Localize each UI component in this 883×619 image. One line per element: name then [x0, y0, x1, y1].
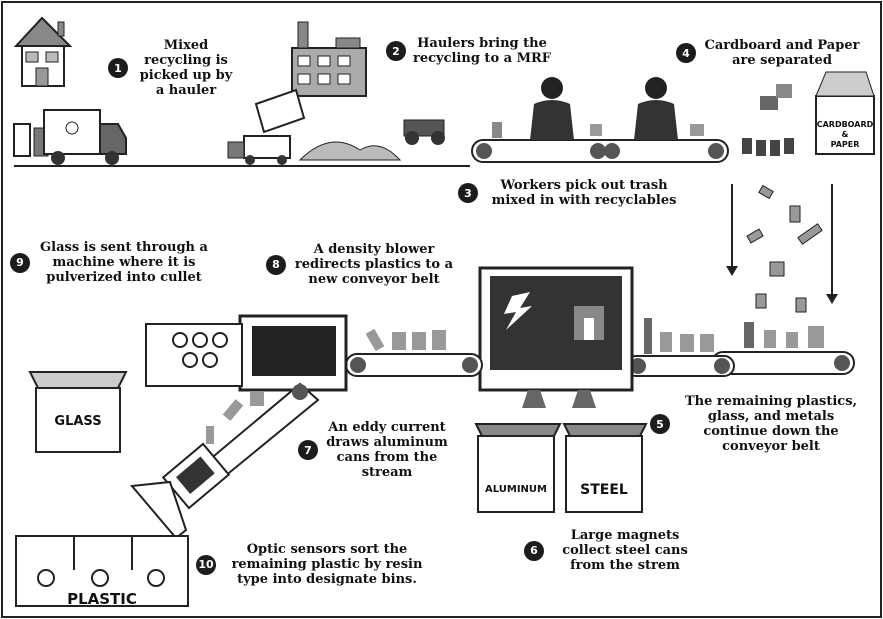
dump-truck-icon: [228, 90, 304, 165]
steel-bin-label: STEEL: [566, 482, 642, 498]
step-4-caption: Cardboard and Paper are separated: [702, 38, 862, 68]
plastic-conveyor: [132, 384, 318, 538]
step-6: 6 Large magnets collect steel cans from …: [524, 528, 700, 573]
step-8-caption: A density blower redirects plastics to a…: [292, 242, 456, 287]
step-5-caption: The remaining plastics, glass, and metal…: [676, 394, 866, 454]
step-3: 3 Workers pick out trash mixed in with r…: [458, 178, 684, 208]
cardboard-label-line2: PAPER: [816, 140, 874, 150]
falling-recyclables: [747, 186, 822, 312]
aluminum-bin-label: ALUMINUM: [478, 484, 554, 495]
hauler-truck-icon: [44, 110, 126, 165]
density-blower-machine: [146, 316, 346, 390]
cardboard-bin-label: CARDBOARD & PAPER: [816, 120, 874, 150]
step-7-caption: An eddy current draws aluminum cans from…: [324, 420, 450, 480]
plastic-bin-label: PLASTIC: [16, 590, 188, 608]
house-icon: [16, 18, 70, 86]
step-10-badge: 10: [196, 555, 216, 575]
step-10-caption: Optic sensors sort the remaining plastic…: [222, 542, 432, 587]
step-2-badge: 2: [386, 41, 406, 61]
falling-items: [742, 84, 794, 156]
step-9: 9 Glass is sent through a machine where …: [10, 240, 212, 285]
aluminum-bin: [476, 424, 560, 512]
step-3-caption: Workers pick out trash mixed in with rec…: [484, 178, 684, 208]
step-2-caption: Haulers bring the recycling to a MRF: [412, 36, 552, 66]
mrf-building-icon: [292, 22, 366, 96]
step-8-badge: 8: [266, 255, 286, 275]
step-9-caption: Glass is sent through a machine where it…: [36, 240, 212, 285]
step-5: 5 The remaining plastics, glass, and met…: [650, 394, 866, 454]
main-conveyor-middle: [626, 318, 734, 376]
glass-bin-label: GLASS: [36, 414, 120, 429]
step-5-badge: 5: [650, 414, 670, 434]
step-4-badge: 4: [676, 43, 696, 63]
sorting-conveyor-top: [472, 77, 728, 162]
step-9-badge: 9: [10, 253, 30, 273]
step-7: 7 An eddy current draws aluminum cans fr…: [298, 420, 450, 480]
steel-bin: [564, 424, 646, 512]
curbside-bin-icon: [14, 124, 48, 156]
step-1-badge: 1: [108, 58, 128, 78]
step-3-badge: 3: [458, 183, 478, 203]
recycling-pile-icon: [300, 120, 445, 160]
glass-bin: [30, 372, 126, 452]
step-6-badge: 6: [524, 541, 544, 561]
cardboard-label-line1: CARDBOARD: [816, 120, 874, 130]
eddy-current-machine: [480, 268, 632, 408]
step-1: 1 Mixed recycling is picked up by a haul…: [108, 38, 238, 98]
step-2: 2 Haulers bring the recycling to a MRF: [386, 36, 552, 66]
cardboard-label-amp: &: [816, 130, 874, 140]
step-6-caption: Large magnets collect steel cans from th…: [550, 528, 700, 573]
main-conveyor-left: [346, 329, 482, 376]
step-10: 10 Optic sensors sort the remaining plas…: [196, 542, 432, 587]
step-1-caption: Mixed recycling is picked up by a hauler: [134, 38, 238, 98]
step-7-badge: 7: [298, 440, 318, 460]
step-8: 8 A density blower redirects plastics to…: [266, 242, 456, 287]
step-4: 4 Cardboard and Paper are separated: [676, 38, 862, 68]
